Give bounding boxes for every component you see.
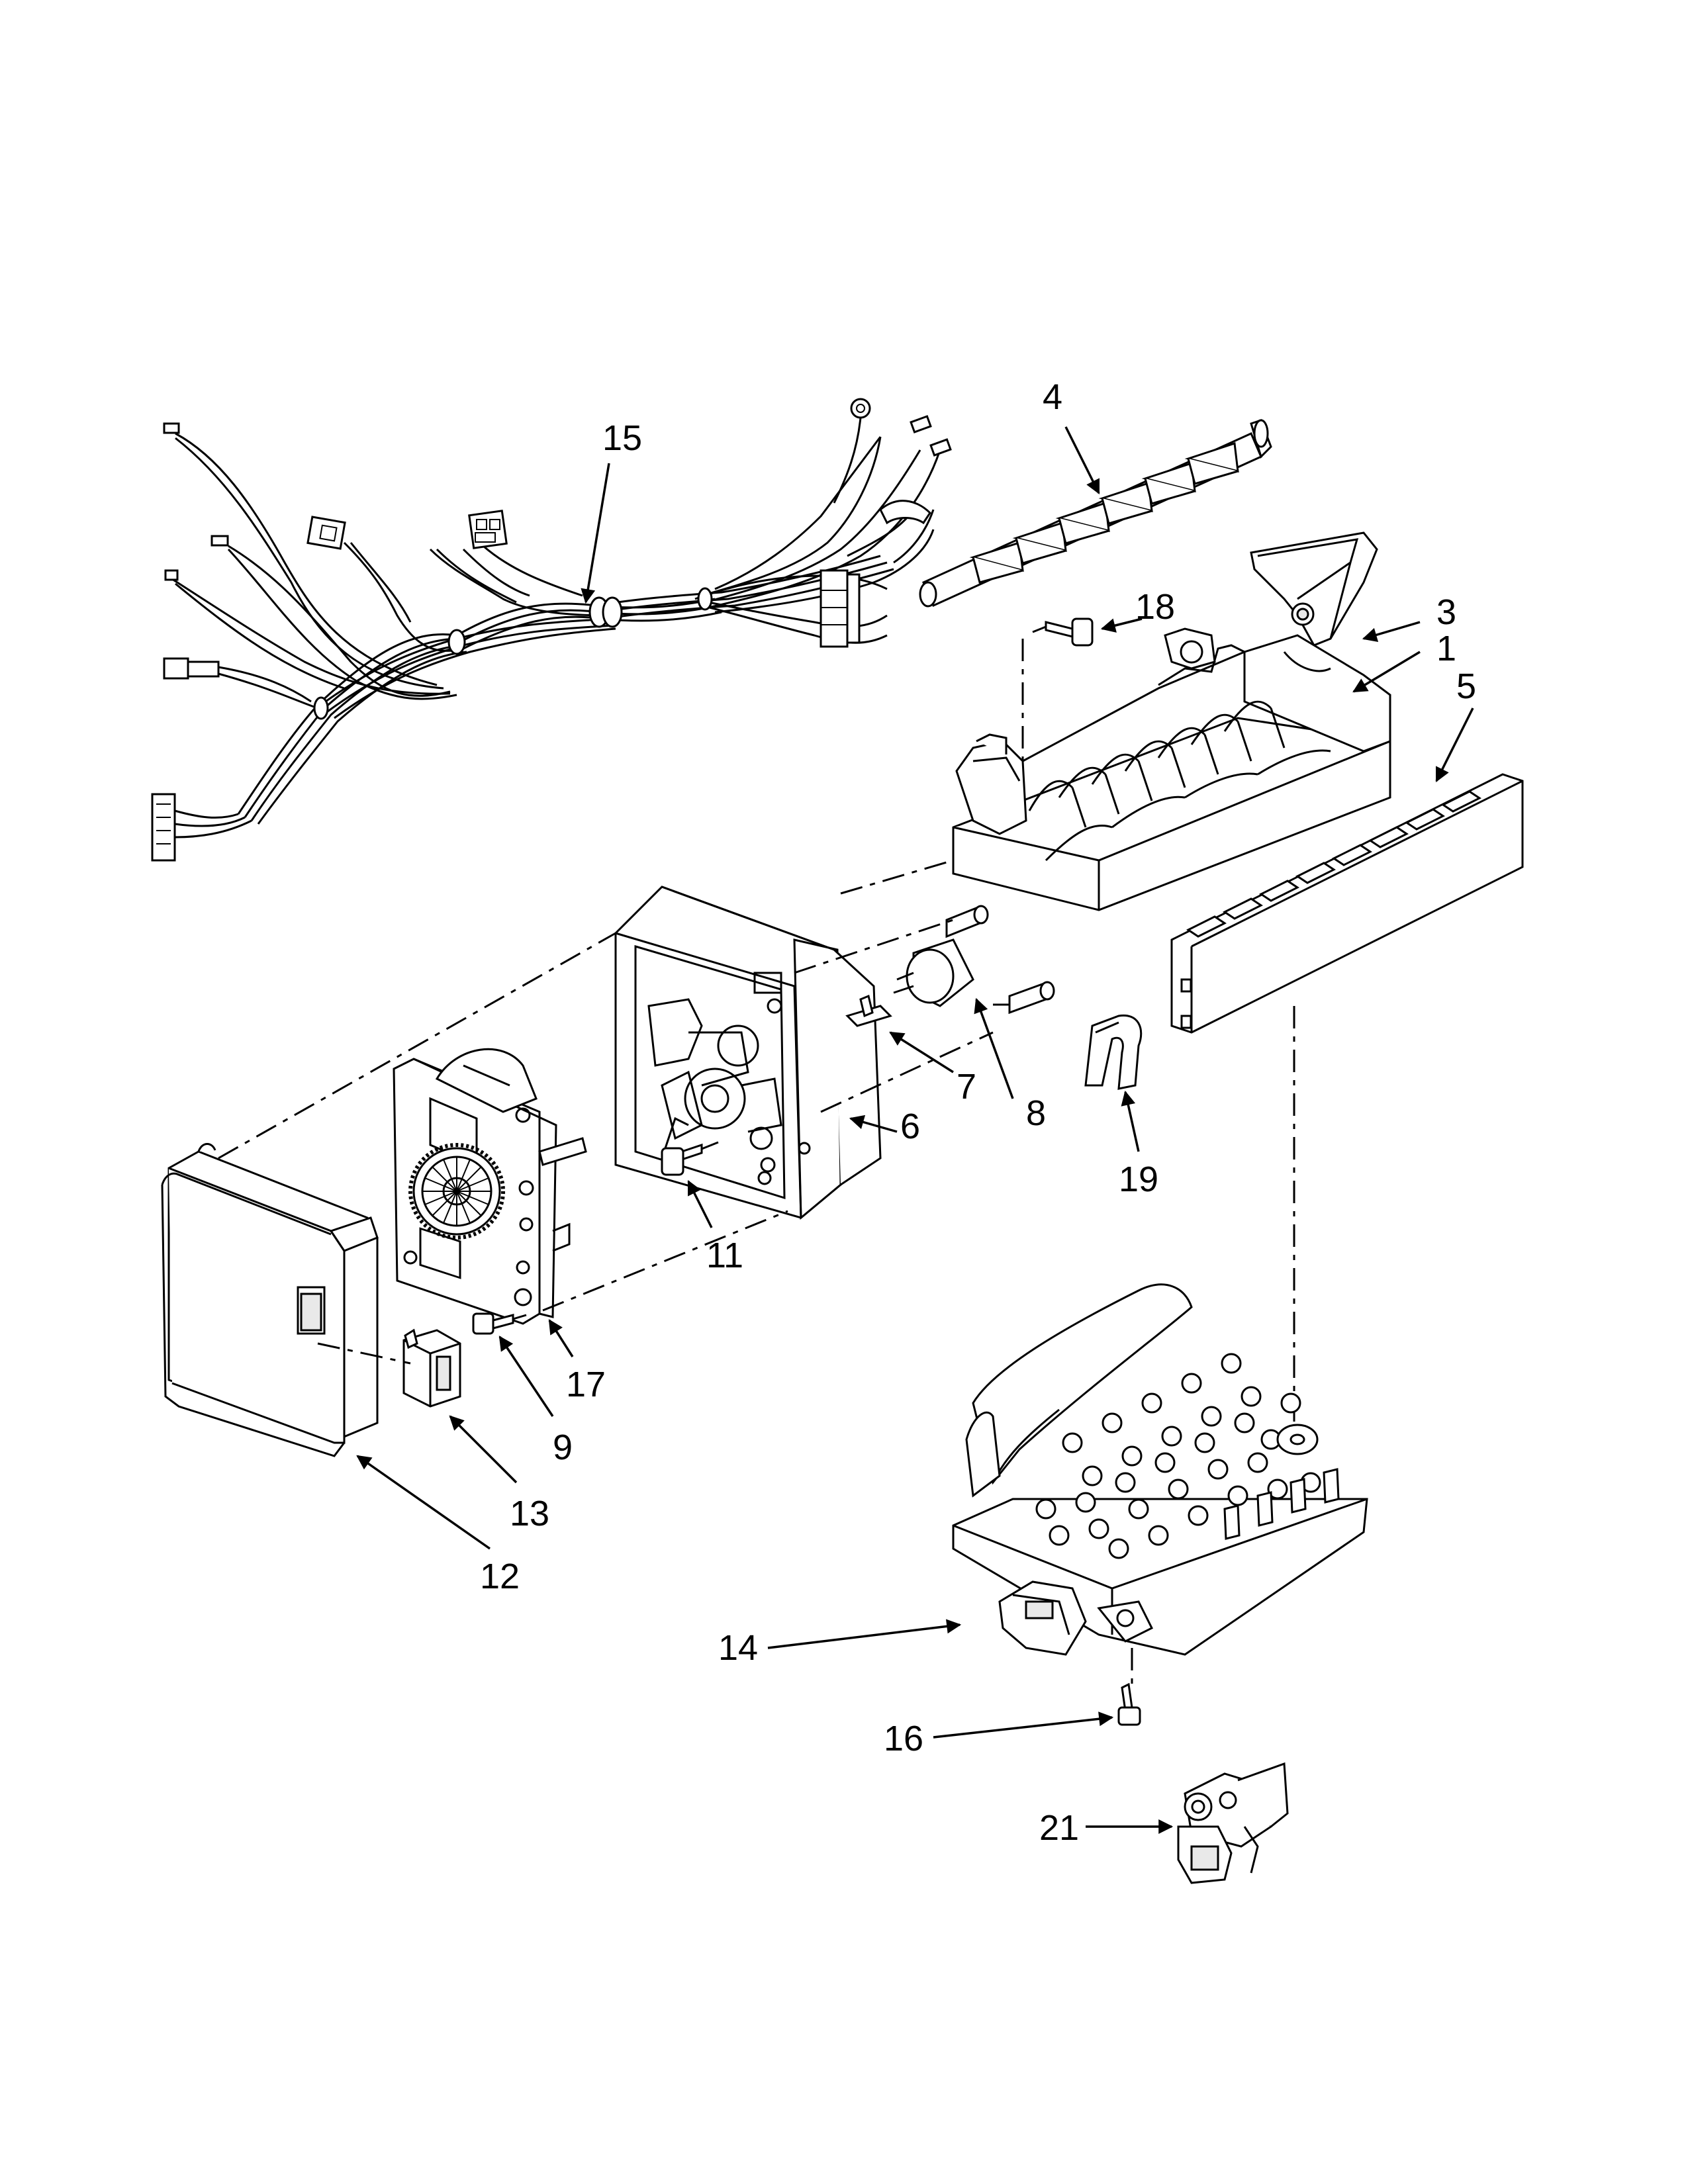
leader-3	[1362, 621, 1421, 642]
ice-mold-part	[945, 627, 1391, 1015]
callout-18: 18	[1135, 587, 1175, 627]
callout-7: 7	[957, 1067, 976, 1107]
thermostat-part	[893, 938, 974, 1007]
motor-control-plate-part	[393, 1048, 587, 1325]
callout-17: 17	[566, 1365, 606, 1404]
mold-heater-clip-part	[845, 994, 892, 1027]
leader-14	[767, 1619, 962, 1649]
callout-6: 6	[900, 1107, 920, 1146]
water-valve-part	[1177, 1762, 1289, 1884]
stripper-part	[1170, 773, 1524, 1453]
leader-11	[687, 1180, 713, 1228]
module-housing-part	[614, 886, 882, 1220]
leader-5	[1435, 707, 1474, 782]
callout-11: 11	[706, 1236, 743, 1275]
screw-9-part	[472, 1312, 527, 1335]
callout-5: 5	[1456, 666, 1476, 706]
callout-15: 15	[602, 418, 642, 458]
leader-17	[548, 1319, 574, 1357]
callout-3: 3	[1436, 592, 1456, 632]
ice-bin-base-part	[952, 1283, 1368, 1684]
callout-13: 13	[510, 1494, 549, 1533]
leader-8	[974, 997, 1014, 1099]
switch-part	[402, 1328, 461, 1408]
alignment-lines	[218, 859, 994, 1365]
leader-16	[933, 1711, 1114, 1739]
bracket-19-part	[1084, 1014, 1143, 1090]
leader-6	[849, 1115, 898, 1133]
leader-12	[356, 1455, 491, 1550]
leader-arrows	[356, 426, 1474, 1834]
callout-14: 14	[718, 1628, 758, 1668]
leader-4	[1064, 426, 1100, 494]
screw-16-part	[1117, 1682, 1141, 1726]
ice-stripper-cover-part	[1250, 531, 1378, 647]
leader-13	[449, 1415, 518, 1484]
leader-19	[1121, 1090, 1140, 1152]
callout-12: 12	[480, 1557, 520, 1596]
wire-harness-part	[151, 398, 952, 862]
leader-1	[1352, 651, 1421, 693]
callout-labels: 4 15 18 3 1 5 8 7 6 19 11 17 9 13 12 14 …	[480, 377, 1476, 1848]
callout-21: 21	[1039, 1808, 1079, 1848]
callout-19: 19	[1119, 1160, 1158, 1199]
callout-4: 4	[1043, 377, 1062, 417]
screw-18-part	[1021, 617, 1094, 801]
front-cover-part	[161, 1143, 379, 1457]
leader-15	[581, 463, 610, 604]
leader-9	[498, 1336, 554, 1417]
callout-9: 9	[553, 1428, 573, 1467]
callout-1: 1	[1436, 629, 1456, 668]
screw-11-part	[661, 1141, 719, 1176]
callout-8: 8	[1026, 1093, 1046, 1133]
leader-7	[889, 1031, 954, 1073]
leader-18	[1100, 617, 1143, 633]
ejector-shaft-part	[919, 419, 1272, 608]
callout-16: 16	[884, 1719, 923, 1758]
